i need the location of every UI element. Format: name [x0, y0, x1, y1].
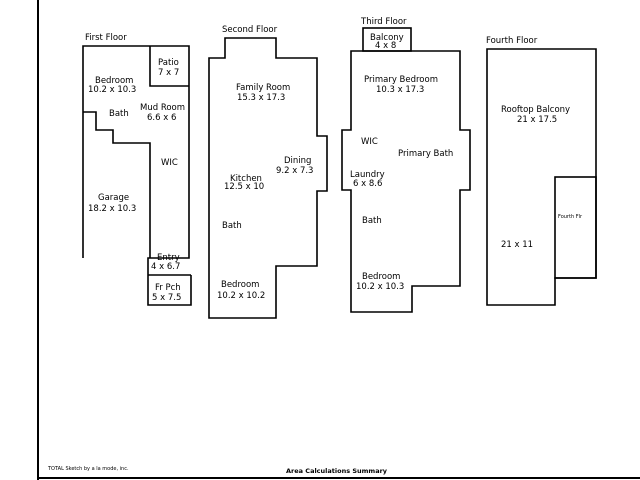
first-floor-outline [82, 45, 192, 306]
rooftop-balcony-dim: 21 x 17.5 [517, 115, 557, 125]
family-room-label: Family Room [236, 83, 290, 93]
dining-dim: 9.2 x 7.3 [276, 166, 313, 176]
fourth-flr-label: Fourth Flr [558, 214, 583, 220]
software-credit: TOTAL Sketch by a la mode, inc. [47, 466, 129, 472]
balcony-label: Balcony [370, 33, 404, 43]
family-room-dim: 15.3 x 17.3 [237, 93, 285, 103]
entry-label: Entry [157, 253, 180, 263]
front-porch-label: Fr Pch [155, 283, 181, 293]
laundry-label: Laundry [350, 170, 385, 180]
fourth-lower-dim: 21 x 11 [501, 240, 533, 250]
area-summary-title: Area Calculations Summary [286, 467, 388, 475]
garage-walls [83, 111, 151, 258]
primary-bedroom-dim: 10.3 x 17.3 [376, 85, 424, 95]
patio-walls [149, 46, 189, 87]
first-wic-label: WIC [161, 158, 178, 168]
first-floor-title: First Floor [85, 33, 127, 43]
second-floor-plan: Second Floor Family Room 15.3 x 17.3 Din… [208, 25, 328, 319]
third-floor-title: Third Floor [360, 17, 407, 27]
mudroom-label: Mud Room [140, 103, 185, 113]
third-floor-plan: Third Floor Balcony 4 x 8 Primary Bedroo… [341, 17, 471, 313]
second-bath-label: Bath [222, 221, 242, 231]
entry-dim: 4 x 6.7 [151, 262, 180, 272]
primary-bedroom-label: Primary Bedroom [364, 75, 438, 85]
first-bedroom-dim: 10.2 x 10.3 [88, 85, 136, 95]
kitchen-label: Kitchen [230, 174, 262, 184]
third-bedroom-dim: 10.2 x 10.3 [356, 282, 404, 292]
second-floor-outline [208, 37, 328, 319]
kitchen-dim: 12.5 x 10 [224, 182, 264, 192]
second-bedroom-dim: 10.2 x 10.2 [217, 291, 265, 301]
mudroom-dim: 6.6 x 6 [147, 113, 176, 123]
third-bedroom-label: Bedroom [362, 272, 400, 282]
primary-bath-label: Primary Bath [398, 149, 453, 159]
first-bath-label: Bath [109, 109, 129, 119]
patio-dim: 7 x 7 [158, 68, 179, 78]
third-wic-label: WIC [361, 137, 378, 147]
third-floor-outline [341, 50, 471, 313]
front-porch-dim: 5 x 7.5 [152, 293, 181, 303]
third-bath-label: Bath [362, 216, 382, 226]
second-floor-title: Second Floor [222, 25, 278, 35]
garage-label: Garage [98, 193, 129, 203]
dining-label: Dining [284, 156, 311, 166]
fourth-floor-plan: Fourth Floor Rooftop Balcony 21 x 17.5 F… [486, 36, 597, 306]
garage-dim: 18.2 x 10.3 [88, 204, 136, 214]
fourth-flr-room-walls [554, 176, 597, 279]
second-bedroom-label: Bedroom [221, 280, 259, 290]
fourth-floor-title: Fourth Floor [486, 36, 538, 46]
footer: TOTAL Sketch by a la mode, inc. Area Cal… [47, 466, 388, 475]
rooftop-balcony-label: Rooftop Balcony [501, 105, 570, 115]
laundry-dim: 6 x 8.6 [353, 179, 382, 189]
balcony-dim: 4 x 8 [375, 41, 396, 51]
first-bedroom-label: Bedroom [95, 76, 133, 86]
page-frame [37, 0, 640, 480]
first-floor-plan: First Floor Bedroom 10.2 x 10.3 Patio 7 … [82, 33, 192, 306]
patio-label: Patio [158, 58, 179, 68]
